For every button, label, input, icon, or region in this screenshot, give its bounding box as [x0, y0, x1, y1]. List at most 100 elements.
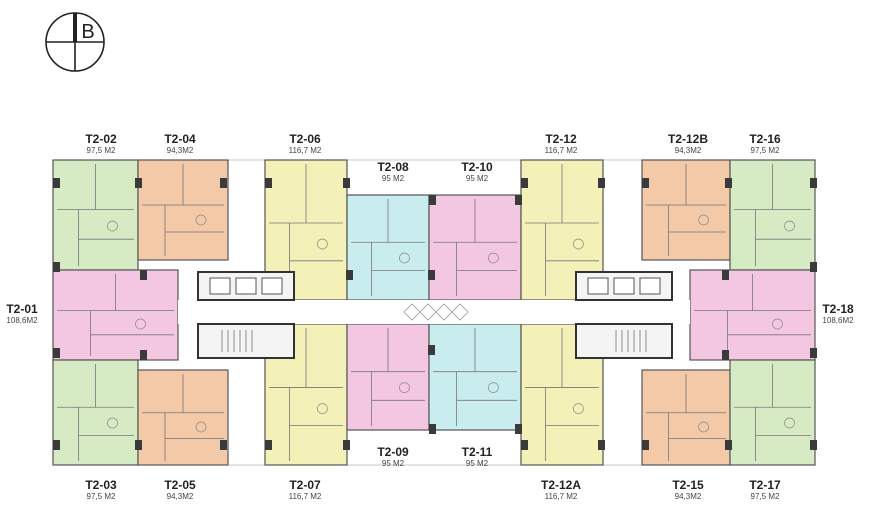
table-icon — [107, 417, 118, 429]
unit-t2-04[interactable] — [137, 159, 229, 261]
unit-t2-15[interactable] — [641, 369, 731, 466]
column — [429, 424, 436, 434]
unit-code: T2-17 — [749, 478, 781, 492]
unit-code: T2-05 — [164, 478, 196, 492]
table-icon — [698, 214, 709, 226]
column — [642, 178, 649, 188]
unit-t2-01[interactable] — [52, 269, 179, 361]
unit-t2-02[interactable] — [52, 159, 139, 271]
column — [515, 424, 522, 434]
unit-area-text: 95 M2 — [381, 174, 405, 183]
column — [220, 178, 227, 188]
unit-area-text: 94,3M2 — [674, 146, 702, 155]
table-icon — [399, 382, 410, 393]
compass-icon: B — [45, 12, 105, 72]
unit-code: T2-11 — [461, 445, 493, 459]
unit-code: T2-09 — [377, 445, 409, 459]
unit-area-text: 94,3M2 — [166, 492, 194, 501]
column — [810, 440, 817, 450]
unit-t2-16[interactable] — [729, 159, 816, 271]
unit-t2-17[interactable] — [729, 359, 816, 466]
table-icon — [107, 220, 118, 232]
unit-t2-03[interactable] — [52, 359, 139, 466]
unit-t2-05[interactable] — [137, 369, 229, 466]
column — [343, 440, 350, 450]
unit-code: T2-10 — [461, 160, 493, 174]
unit-t2-11[interactable] — [428, 323, 522, 431]
column — [521, 440, 528, 450]
unit-code: T2-06 — [289, 132, 321, 146]
unit-t2-08[interactable] — [346, 194, 430, 301]
unit-area-text: 116,7 M2 — [288, 146, 322, 155]
table-icon — [195, 421, 207, 433]
column — [140, 270, 147, 280]
unit-area-text: 108,6M2 — [822, 316, 854, 325]
column — [220, 440, 227, 450]
column — [515, 195, 522, 205]
table-icon — [488, 382, 499, 393]
column — [428, 270, 435, 280]
table-icon — [195, 214, 207, 226]
unit-area-text: 97,5 M2 — [86, 146, 116, 155]
unit-area-text: 94,3M2 — [674, 492, 702, 501]
column — [53, 348, 60, 358]
unit-code: T2-18 — [822, 302, 854, 316]
table-icon — [399, 252, 410, 264]
table-icon — [573, 238, 584, 250]
core-right — [575, 271, 673, 359]
column — [521, 178, 528, 188]
column — [725, 440, 732, 450]
column — [343, 178, 350, 188]
unit-t2-12b[interactable] — [641, 159, 731, 261]
column — [810, 178, 817, 188]
unit-area-text: 116,7 M2 — [544, 492, 578, 501]
unit-t2-09[interactable] — [346, 323, 430, 431]
column — [428, 345, 435, 355]
table-icon — [317, 403, 328, 414]
unit-code: T2-12B — [667, 132, 709, 146]
stair-left — [221, 330, 253, 352]
unit-code: T2-03 — [85, 478, 117, 492]
table-icon — [698, 421, 709, 433]
unit-area-text: 116,7 M2 — [288, 492, 322, 501]
stair-right — [615, 330, 647, 352]
column — [53, 262, 60, 272]
unit-area-text: 95 M2 — [465, 174, 489, 183]
unit-area-text: 94,3M2 — [166, 146, 194, 155]
table-icon — [772, 318, 783, 330]
unit-code: T2-12A — [540, 478, 582, 492]
table-icon — [784, 220, 795, 232]
unit-t2-18[interactable] — [689, 269, 816, 361]
core-left — [197, 271, 295, 359]
column — [346, 270, 353, 280]
unit-code: T2-08 — [377, 160, 409, 174]
unit-code: T2-02 — [85, 132, 117, 146]
column — [135, 178, 142, 188]
table-icon — [784, 417, 795, 429]
table-icon — [317, 238, 328, 250]
unit-area-text: 95 M2 — [381, 459, 405, 468]
unit-area-text: 97,5 M2 — [86, 492, 116, 501]
unit-code: T2-04 — [164, 132, 196, 146]
unit-area-text: 116,7 M2 — [544, 146, 578, 155]
column — [429, 195, 436, 205]
unit-code: T2-01 — [6, 302, 38, 316]
unit-area-text: 97,5 M2 — [750, 492, 780, 501]
column — [53, 440, 60, 450]
unit-t2-10[interactable] — [428, 194, 522, 301]
